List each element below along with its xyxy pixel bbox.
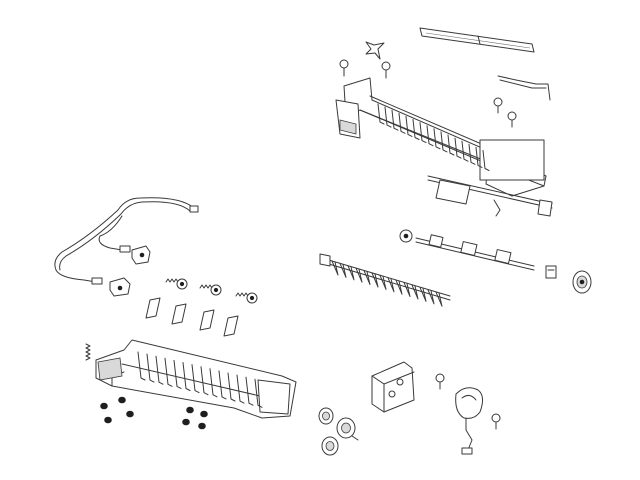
sensor-bracket-part [109,277,131,297]
motor-coil-part [455,387,484,455]
bearing-part [545,265,557,279]
frame-rib [146,353,155,383]
spring-part [85,343,91,361]
comb-tooth [427,289,435,305]
comb-tooth [371,272,379,288]
frame-rib [227,372,236,402]
flap-guide-part [199,309,215,331]
roller-part [200,410,208,418]
frame-rib [155,355,164,385]
frame-rib [182,362,191,391]
roller-part [100,402,108,410]
frame-rib [454,137,462,159]
frame-rib [419,122,427,144]
roller-part [186,406,194,414]
comb-tooth [411,284,419,300]
gear-part [336,417,359,441]
sensor-bracket-part [131,245,151,265]
frame-rib [384,106,392,128]
frame-rib [405,115,413,137]
comb-tooth [347,265,355,281]
roller-part [126,410,134,418]
gear-part [399,229,413,243]
flap-guide-part [145,297,161,319]
frame-rib [447,134,455,156]
exit-roller-shaft [415,234,535,271]
comb-tooth [379,274,387,290]
top-guide-rail [419,27,535,53]
comb-tooth [355,267,363,283]
frame-rib [377,103,385,125]
screw-part [507,111,517,128]
screw-part [491,413,501,430]
comb-tooth [435,291,443,307]
comb-tooth [363,270,371,286]
spring-lever-part [497,75,551,101]
comb-tooth [395,279,403,295]
roller-part [118,396,126,404]
comb-tooth [419,286,427,302]
comb-tooth [331,260,339,276]
frame-rib [482,150,490,171]
screw-part [435,373,445,390]
screw-part [493,97,503,114]
spring-part [199,284,213,289]
roller-part [198,422,206,430]
frame-rib [412,119,420,140]
paper-guide-bar [427,175,553,217]
comb-tooth [387,277,395,293]
drive-gear-part [572,270,592,294]
frame-rib [440,131,448,153]
frame-rib [468,143,476,165]
lower-chute-frame [95,339,297,419]
frame-rib [218,370,227,400]
frame-rib [433,128,441,150]
frame-rib [173,359,182,389]
screw-part [381,61,391,79]
roller-part [104,416,112,424]
frame-rib [245,376,254,406]
upper-chute-frame [335,77,547,197]
frame-rib [191,364,200,394]
flap-guide-part [171,303,187,325]
frame-rib [200,366,209,396]
frame-rib [236,374,245,404]
static-comb-bar [319,253,451,307]
frame-rib [398,112,406,134]
frame-rib [426,125,434,147]
frame-rib [254,378,263,408]
mounting-bracket [371,361,415,413]
screw-part [339,59,349,77]
comb-tooth [403,282,411,298]
gear-part [318,407,334,425]
spring-part [165,278,179,283]
gear-part [210,284,222,296]
comb-tooth [339,262,347,278]
frame-rib [137,351,146,381]
frame-rib [391,109,399,131]
frame-rib [164,357,173,387]
gear-part [321,436,339,456]
wing-screw-part [365,41,385,60]
roller-part [182,418,190,426]
cable-harness [54,197,199,285]
frame-rib [461,140,469,162]
gear-part [246,292,258,304]
flap-guide-part [223,315,239,337]
gear-part [176,278,188,290]
spring-part [235,292,249,297]
frame-rib [209,368,218,398]
frame-rib [475,146,483,168]
